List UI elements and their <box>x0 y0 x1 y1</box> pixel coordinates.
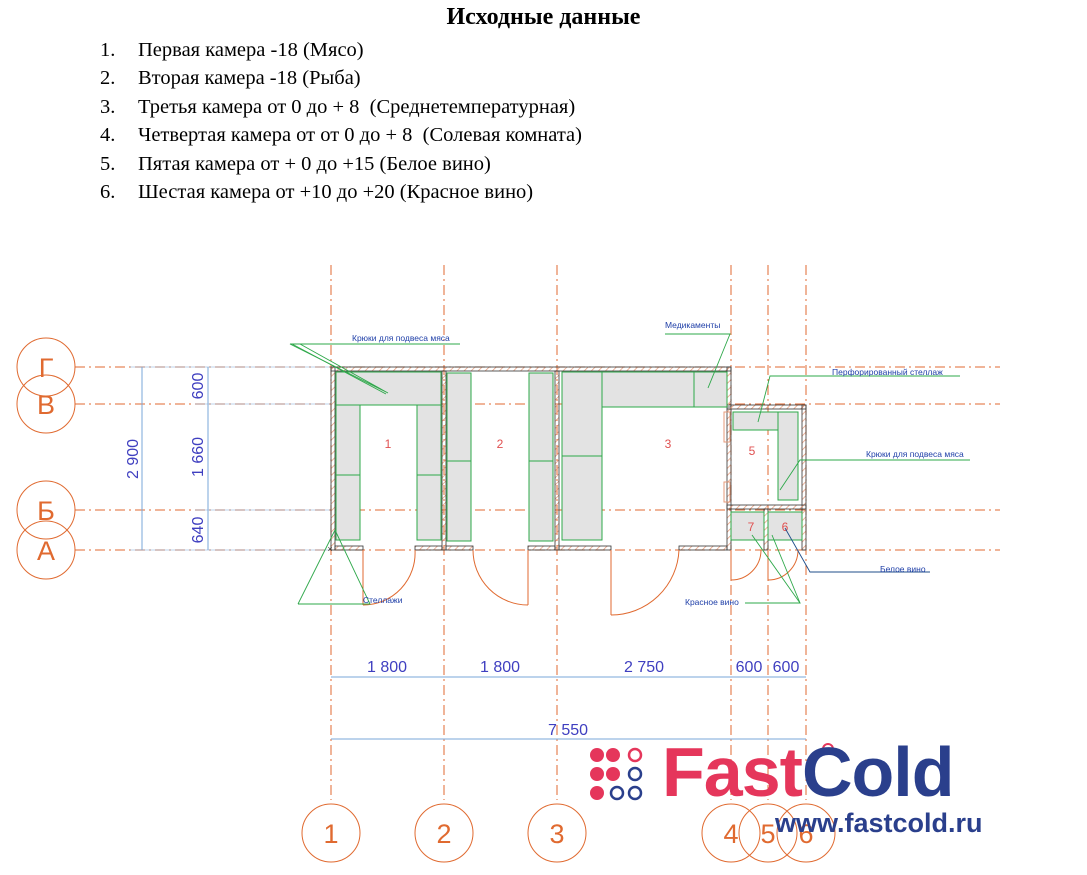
dim-width-total: 7 550 <box>548 722 588 739</box>
room-number-3: 3 <box>665 437 672 451</box>
dim-width-3: 2 750 <box>624 659 664 676</box>
room-number-1: 1 <box>385 437 392 451</box>
logo-mark-icon <box>590 743 834 801</box>
axis-label-g: Г <box>39 353 54 383</box>
page-title: Исходные данные <box>446 4 641 30</box>
dim-width-2: 1 800 <box>480 659 520 676</box>
label-hooks-right: Крюки для подвеса мяса <box>866 449 964 459</box>
axis-label-6: 6 <box>798 819 813 849</box>
column-axis-bubbles <box>301 803 836 863</box>
axis-label-1: 1 <box>323 819 338 849</box>
label-red-wine: Красное вино <box>685 597 739 607</box>
label-shelves: Стеллажи <box>363 595 403 605</box>
axis-label-b: Б <box>37 496 55 526</box>
axis-label-3: 3 <box>549 819 564 849</box>
room-number-5: 5 <box>749 444 756 458</box>
axis-label-v: В <box>37 390 55 420</box>
label-white-wine: Белое вино <box>880 564 926 574</box>
source-data-list: 1.Первая камера -18 (Мясо) 2.Вторая каме… <box>100 36 582 206</box>
list-item: 2.Вторая камера -18 (Рыба) <box>100 67 361 90</box>
logo-cold: Cold <box>801 733 955 811</box>
dim-top-height: 600 <box>190 373 207 400</box>
walls <box>330 366 807 551</box>
room-number-7: 7 <box>748 520 755 534</box>
bottom-dimension-lines <box>331 676 806 740</box>
label-hooks-left: Крюки для подвеса мяса <box>352 333 450 343</box>
list-item: 1.Первая камера -18 (Мясо) <box>100 39 364 61</box>
doors <box>362 549 799 616</box>
dim-middle-height: 1 660 <box>190 437 207 477</box>
axis-label-a: А <box>37 536 55 566</box>
leader-lines <box>289 333 970 605</box>
left-dimension-lines <box>130 366 330 551</box>
room-number-2: 2 <box>497 437 504 451</box>
logo-url: www.fastcold.ru <box>775 808 983 838</box>
shelves <box>335 371 803 542</box>
svg-text:×: × <box>327 544 332 554</box>
axis-label-2: 2 <box>436 819 451 849</box>
logo-fast: Fast <box>662 733 803 811</box>
dim-total-height: 2 900 <box>125 439 142 479</box>
dim-width-4: 600 <box>736 659 763 676</box>
dim-bottom-height: 640 <box>190 517 207 544</box>
list-item: 6.Шестая камера от +10 до +20 (Красное в… <box>100 180 534 203</box>
dim-width-5: 600 <box>773 659 800 676</box>
room-number-6: 6 <box>782 520 789 534</box>
row-axis-bubbles <box>16 337 76 580</box>
list-item: 5.Пятая камера от + 0 до +15 (Белое вино… <box>100 152 491 175</box>
dim-width-1: 1 800 <box>367 659 407 676</box>
logo-wordmark: FastCold <box>662 732 955 812</box>
axis-label-5: 5 <box>760 819 775 849</box>
axis-label-4: 4 <box>723 819 738 849</box>
label-perforated-shelf: Перфорированный стеллаж <box>832 367 943 377</box>
list-item: 4.Четвертая камера от от 0 до + 8 (Солев… <box>100 124 582 147</box>
label-medicines: Медикаменты <box>665 320 720 330</box>
list-item: 3.Третья камера от 0 до + 8 (Среднетемпе… <box>100 95 576 118</box>
